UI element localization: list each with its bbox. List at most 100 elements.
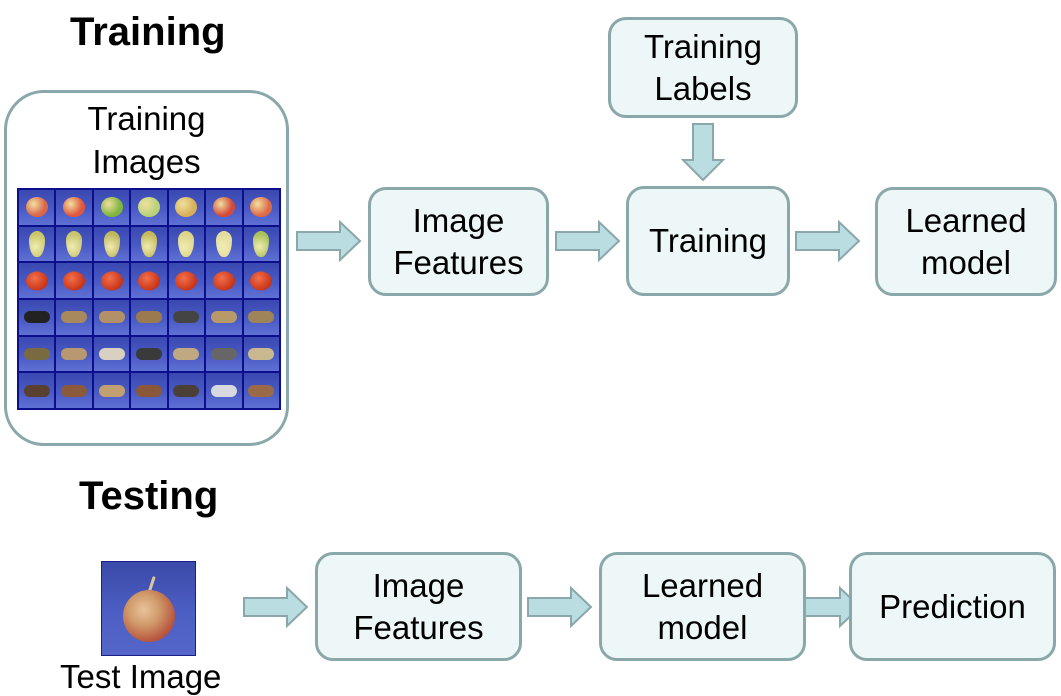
cow-icon — [210, 311, 237, 324]
apple-icon — [212, 197, 235, 218]
horse-icon — [210, 384, 237, 397]
dog-icon — [173, 347, 200, 360]
training-images-title-line1: Training — [87, 100, 206, 137]
testing-features-line2: Features — [353, 608, 484, 646]
arrow-down-icon — [681, 123, 725, 181]
pear-icon — [103, 230, 120, 257]
testing-features-line1: Image — [372, 567, 465, 605]
testing-heading: Testing — [79, 474, 219, 518]
thumbnail-horse — [168, 373, 205, 408]
thumbnail-pear — [56, 226, 92, 262]
thumbnail-tomato — [19, 263, 55, 298]
thumbnail-pear — [168, 226, 205, 262]
dog-icon — [248, 347, 275, 360]
training-labels-line1: Training — [644, 28, 762, 66]
pear-icon — [66, 230, 83, 257]
testing-learned-model-box: Learned model — [599, 552, 806, 661]
cow-icon — [173, 311, 200, 324]
arrow-right-icon — [795, 220, 861, 262]
thumbnail-tomato — [131, 263, 167, 298]
training-features-line1: Image — [412, 202, 505, 240]
thumbnail-horse — [131, 373, 167, 408]
prediction-label: Prediction — [879, 587, 1026, 625]
thumbnail-pear — [243, 226, 279, 262]
testing-model-line2: model — [657, 608, 748, 646]
thumbnail-cow — [131, 300, 167, 335]
training-model-line2: model — [921, 243, 1011, 281]
thumbnail-tomato — [93, 263, 130, 298]
apple-icon — [250, 197, 273, 218]
thumbnail-tomato — [243, 263, 279, 298]
cow-icon — [248, 311, 275, 324]
horse-icon — [61, 384, 88, 397]
training-image-grid — [17, 188, 281, 410]
cow-icon — [98, 311, 125, 324]
pear-icon — [178, 230, 195, 257]
apple-icon — [123, 590, 175, 642]
thumbnail-apple — [131, 190, 167, 225]
dog-icon — [135, 347, 162, 360]
thumbnail-horse — [243, 373, 279, 408]
arrow-right-icon — [555, 220, 621, 262]
thumbnail-apple — [19, 190, 55, 225]
training-heading: Training — [70, 10, 226, 54]
apple-icon — [137, 197, 160, 218]
thumbnail-apple — [206, 190, 242, 225]
training-labels-box: Training Labels — [608, 17, 798, 118]
apple-icon — [63, 197, 86, 218]
dog-icon — [23, 347, 50, 360]
tomato-icon — [212, 271, 235, 291]
thumbnail-horse — [19, 373, 55, 408]
thumbnail-cow — [56, 300, 92, 335]
cow-icon — [135, 311, 162, 324]
dog-icon — [98, 347, 125, 360]
thumbnail-horse — [93, 373, 130, 408]
training-images-title-line2: Images — [92, 142, 201, 180]
tomato-icon — [100, 271, 123, 291]
thumbnail-cow — [19, 300, 55, 335]
arrow-right-icon — [243, 586, 309, 628]
thumbnail-pear — [19, 226, 55, 262]
horse-icon — [23, 384, 50, 397]
pear-icon — [28, 230, 45, 257]
thumbnail-tomato — [56, 263, 92, 298]
pear-icon — [253, 230, 270, 257]
training-images-title: Training Images — [7, 98, 286, 184]
tomato-icon — [63, 271, 86, 291]
tomato-icon — [25, 271, 48, 291]
thumbnail-pear — [93, 226, 130, 262]
tomato-icon — [137, 271, 160, 291]
thumbnail-dog — [56, 336, 92, 372]
training-labels-line2: Labels — [654, 69, 752, 107]
thumbnail-dog — [206, 336, 242, 372]
horse-icon — [248, 384, 275, 397]
training-learned-model-box: Learned model — [875, 187, 1057, 296]
thumbnail-horse — [56, 373, 92, 408]
training-box-label: Training — [649, 222, 767, 260]
training-box: Training — [626, 186, 790, 296]
cow-icon — [61, 311, 88, 324]
tomato-icon — [250, 271, 273, 291]
horse-icon — [98, 384, 125, 397]
thumbnail-dog — [168, 336, 205, 372]
thumbnail-tomato — [168, 263, 205, 298]
tomato-icon — [175, 271, 198, 291]
thumbnail-apple — [56, 190, 92, 225]
thumbnail-apple — [168, 190, 205, 225]
horse-icon — [173, 384, 200, 397]
arrow-right-icon — [296, 220, 362, 262]
cow-icon — [23, 311, 50, 324]
testing-image-features-box: Image Features — [315, 552, 522, 661]
thumbnail-pear — [206, 226, 242, 262]
arrow-right-icon — [527, 586, 593, 628]
thumbnail-tomato — [206, 263, 242, 298]
training-model-line1: Learned — [905, 202, 1027, 240]
apple-icon — [175, 197, 198, 218]
dog-icon — [210, 347, 237, 360]
thumbnail-pear — [131, 226, 167, 262]
training-features-line2: Features — [393, 243, 524, 281]
dog-icon — [61, 347, 88, 360]
thumbnail-dog — [131, 336, 167, 372]
test-image-caption: Test Image — [60, 658, 222, 695]
pear-icon — [215, 230, 232, 257]
